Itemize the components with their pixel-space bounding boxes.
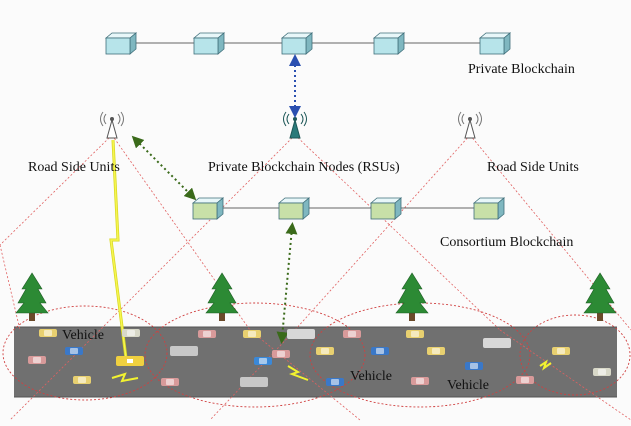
car-icon xyxy=(465,362,483,370)
car-icon xyxy=(116,356,144,366)
tree-icon xyxy=(15,272,49,321)
vehicle-label: Vehicle xyxy=(350,369,392,384)
rsu-consortium-link-arrow xyxy=(131,135,197,201)
car-icon xyxy=(406,330,424,338)
car-icon xyxy=(39,329,57,337)
consortium-blockchain-chain xyxy=(192,197,505,220)
car-icon xyxy=(287,329,315,339)
tree-icon xyxy=(583,272,617,321)
server-node-icon xyxy=(281,32,313,55)
car-icon xyxy=(73,376,91,384)
lightning-icon xyxy=(111,372,139,383)
vehicle-consortium-link-arrow xyxy=(276,222,298,344)
private-blockchain-label: Private Blockchain xyxy=(468,62,575,77)
car-icon xyxy=(240,377,268,387)
server-node-icon xyxy=(473,197,505,220)
server-node-icon xyxy=(105,32,137,55)
car-icon xyxy=(371,347,389,355)
car-icon xyxy=(28,356,46,364)
car-icon xyxy=(516,376,534,384)
antenna-tower-icon xyxy=(283,111,307,139)
car-icon xyxy=(343,330,361,338)
private-nodes-label: Private Blockchain Nodes (RSUs) xyxy=(208,160,400,175)
vehicle-label: Vehicle xyxy=(62,328,104,343)
lightning-icon xyxy=(287,365,309,381)
antenna-tower-icon xyxy=(458,111,482,139)
car-icon xyxy=(326,378,344,386)
car-icon xyxy=(552,347,570,355)
car-icon xyxy=(593,368,611,376)
server-node-icon xyxy=(370,197,402,220)
antenna-tower-icon xyxy=(100,111,124,139)
car-icon xyxy=(272,350,290,358)
road-side-units-label-left: Road Side Units xyxy=(28,160,120,175)
server-node-icon xyxy=(192,197,224,220)
tree-icon xyxy=(395,272,429,321)
car-icon xyxy=(411,377,429,385)
vehicle-label: Vehicle xyxy=(447,378,489,393)
lightning-icon xyxy=(539,359,552,371)
tree-icon xyxy=(205,272,239,321)
car-icon xyxy=(170,346,198,356)
consortium-blockchain-label: Consortium Blockchain xyxy=(440,235,573,250)
car-icon xyxy=(316,347,334,355)
car-icon xyxy=(254,357,272,365)
car-icon xyxy=(427,347,445,355)
road xyxy=(14,327,617,397)
coverage-lines xyxy=(0,134,631,421)
car-icon xyxy=(243,330,261,338)
road-side-units-label-right: Road Side Units xyxy=(487,160,579,175)
server-node-icon xyxy=(373,32,405,55)
lightning-icon xyxy=(109,139,128,359)
server-node-icon xyxy=(193,32,225,55)
server-node-icon xyxy=(479,32,511,55)
car-icon xyxy=(65,347,83,355)
car-icon xyxy=(483,338,511,348)
car-icon xyxy=(122,329,140,337)
car-icon xyxy=(161,378,179,386)
vehicles xyxy=(28,329,611,387)
private-blockchain-chain xyxy=(105,32,511,55)
car-icon xyxy=(198,330,216,338)
server-node-icon xyxy=(278,197,310,220)
